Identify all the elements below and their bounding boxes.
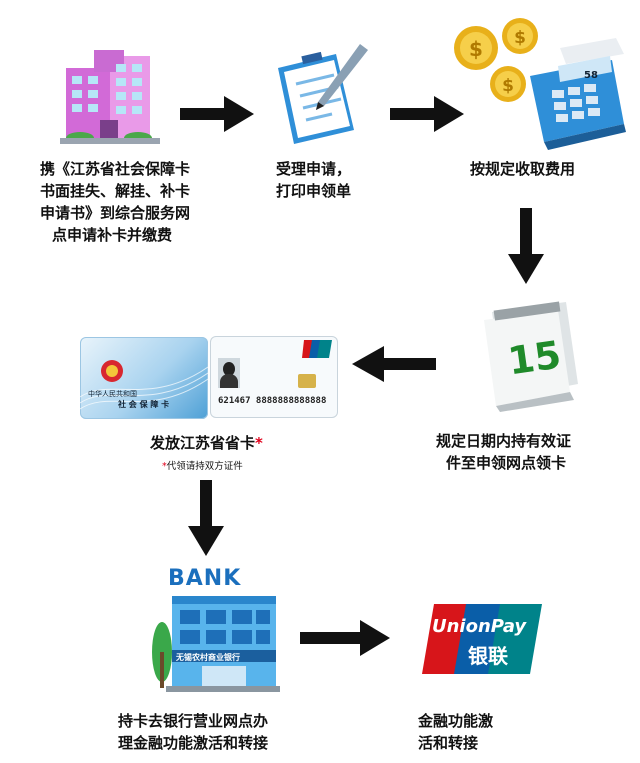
flow-arrow-left	[352, 346, 436, 382]
step2-line2: 打印申领单	[276, 182, 352, 200]
step1-line3: 申请书》到综合服务网	[40, 204, 191, 222]
social-security-card-back: 621467 8888888888888	[210, 336, 338, 418]
step1-line4: 点申请补卡并缴费	[52, 226, 173, 244]
step5-note: *代领请持双方证件	[162, 458, 243, 472]
register-display-value: 58	[584, 70, 598, 81]
step7-line2: 活和转接	[418, 734, 479, 752]
step5-asterisk: *	[255, 434, 263, 452]
bank-sign: BANK	[168, 566, 242, 591]
step5-note-asterisk: *	[162, 461, 167, 472]
card-front-title: 社 会 保 障 卡	[118, 400, 170, 409]
service-center-building-icon	[60, 40, 160, 150]
step4-line2: 件至申领网点领卡	[446, 454, 567, 472]
calendar-icon	[470, 292, 590, 414]
card-number: 621467 8888888888888	[218, 396, 327, 406]
step4-caption: 规定日期内持有效证 件至申领网点领卡	[436, 430, 571, 474]
step3-line1: 按规定收取费用	[470, 160, 576, 178]
application-form-clipboard-icon	[262, 40, 377, 150]
step5-line1: 发放江苏省省卡	[150, 434, 256, 452]
flow-arrow-right	[300, 620, 390, 656]
card-photo	[218, 358, 240, 388]
bank-building-icon	[150, 592, 280, 692]
card-chip	[298, 374, 316, 388]
step7-line1: 金融功能激	[418, 712, 494, 730]
step6-line2: 理金融功能激活和转接	[118, 734, 269, 752]
svg-text:$: $	[469, 37, 483, 61]
flow-arrow-right	[390, 96, 464, 132]
cash-register-coins-icon: $ $ $	[440, 8, 630, 153]
svg-text:$: $	[514, 28, 526, 48]
step1-line2: 书面挂失、解挂、补卡	[40, 182, 191, 200]
svg-text:$: $	[502, 76, 514, 96]
step3-caption: 按规定收取费用	[470, 158, 575, 180]
step5-note-text: 代领请持双方证件	[166, 461, 243, 472]
unionpay-chinese-text: 银联	[468, 644, 508, 668]
step6-line1: 持卡去银行营业网点办	[118, 712, 269, 730]
bank-branch-name: 无锡农村商业银行	[176, 653, 240, 662]
step2-caption: 受理申请， 打印申领单	[276, 158, 351, 202]
step1-caption: 携《江苏省社会保障卡 书面挂失、解挂、补卡 申请书》到综合服务网 点申请补卡并缴…	[40, 158, 190, 246]
step4-line1: 规定日期内持有效证	[436, 432, 572, 450]
flow-arrow-right	[180, 96, 254, 132]
unionpay-logo: UnionPay 银联	[420, 600, 544, 678]
step1-line1: 携《江苏省社会保障卡	[40, 160, 191, 178]
flow-arrow-down	[508, 208, 544, 284]
card-unionpay-mark	[302, 340, 332, 358]
unionpay-latin-text: UnionPay	[432, 616, 527, 637]
social-security-card-front: 中华人民共和国 社 会 保 障 卡	[80, 337, 208, 419]
step2-line1: 受理申请，	[276, 160, 352, 178]
flow-arrow-down	[188, 480, 224, 556]
step7-caption: 金融功能激 活和转接	[418, 710, 493, 754]
card-front-country: 中华人民共和国	[88, 390, 137, 398]
step6-caption: 持卡去银行营业网点办 理金融功能激活和转接	[118, 710, 268, 754]
step5-caption: 发放江苏省省卡*	[150, 432, 263, 454]
calendar-day-number: 15	[505, 332, 564, 384]
